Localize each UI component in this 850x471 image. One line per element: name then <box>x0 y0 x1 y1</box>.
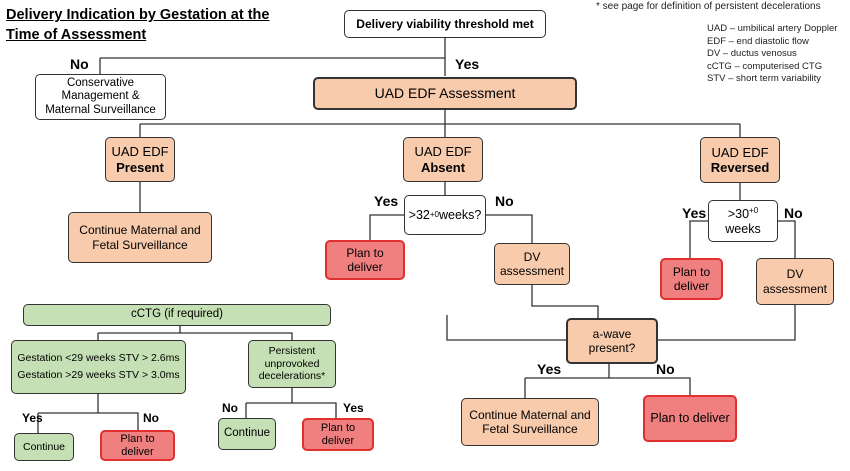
weeks-32-question: >32+0 weeks? <box>404 195 486 235</box>
continue-surveillance-awave: Continue Maternal and Fetal Surveillance <box>461 398 599 446</box>
plan-deliver-persistent: Plan to deliver <box>302 418 374 451</box>
footnote: * see page for definition of persistent … <box>596 1 821 12</box>
plan-deliver-absent: Plan to deliver <box>325 240 405 280</box>
a-wave-question: a-wave present? <box>566 318 658 364</box>
connector-dv-absent-awave <box>531 285 599 318</box>
connector-w32-yes <box>369 214 404 240</box>
dv-assessment-reversed: DV assessment <box>756 258 834 305</box>
a-wave-yes-label: Yes <box>537 361 562 377</box>
gestation-stv-node: Gestation <29 weeks STV > 2.6ms Gestatio… <box>11 340 186 394</box>
weeks-32-yes-label: Yes <box>374 193 399 209</box>
connector-dv-reversed-awave <box>658 305 796 341</box>
weeks-30-question: >30+0 weeks <box>708 200 778 242</box>
plan-deliver-reversed: Plan to deliver <box>660 258 723 300</box>
connector-w30-yes <box>689 220 708 258</box>
uad-present-node: UAD EDF Present <box>105 137 175 182</box>
connector-cctg-awave <box>446 315 566 341</box>
persistent-no-label: No <box>222 401 238 415</box>
threshold-yes-label: Yes <box>455 56 480 72</box>
connector-awave-branches <box>525 377 691 395</box>
dv-assessment-absent: DV assessment <box>494 243 570 285</box>
continue-gestation: Continue <box>14 433 74 461</box>
connector-w30-no <box>778 220 796 258</box>
weeks-30-yes-label: Yes <box>682 205 707 221</box>
page-title: Delivery Indication by Gestation at the … <box>6 7 270 43</box>
uad-reversed-node: UAD EDF Reversed <box>700 137 780 183</box>
connector-cctg-branches <box>98 332 293 340</box>
connector-w32-no <box>486 214 533 243</box>
cctg-node: cCTG (if required) <box>23 304 331 326</box>
plan-deliver-gestation: Plan to deliver <box>100 430 175 461</box>
continue-surveillance-present: Continue Maternal and Fetal Surveillance <box>68 212 212 263</box>
continue-persistent: Continue <box>218 418 276 450</box>
connector-gest-branches <box>38 412 139 430</box>
conservative-node: Conservative Management & Maternal Surve… <box>35 74 166 120</box>
uad-assessment-node: UAD EDF Assessment <box>313 77 577 110</box>
weeks-30-no-label: No <box>784 205 803 221</box>
persistent-decelerations-node: Persistent unprovoked decelerations* <box>248 340 336 388</box>
weeks-32-no-label: No <box>495 193 514 209</box>
persistent-yes-label: Yes <box>343 401 364 415</box>
a-wave-no-label: No <box>656 361 675 377</box>
connector-persist-branches <box>246 402 337 418</box>
connector-threshold-no <box>100 57 446 76</box>
threshold-no-label: No <box>70 56 89 72</box>
plan-deliver-awave: Plan to deliver <box>643 395 737 442</box>
gestation-no-label: No <box>143 411 159 425</box>
abbreviation-legend: UAD – umbilical artery Doppler EDF – end… <box>707 23 838 85</box>
uad-absent-node: UAD EDF Absent <box>403 137 483 182</box>
gestation-yes-label: Yes <box>22 411 43 425</box>
threshold-node: Delivery viability threshold met <box>344 10 546 38</box>
